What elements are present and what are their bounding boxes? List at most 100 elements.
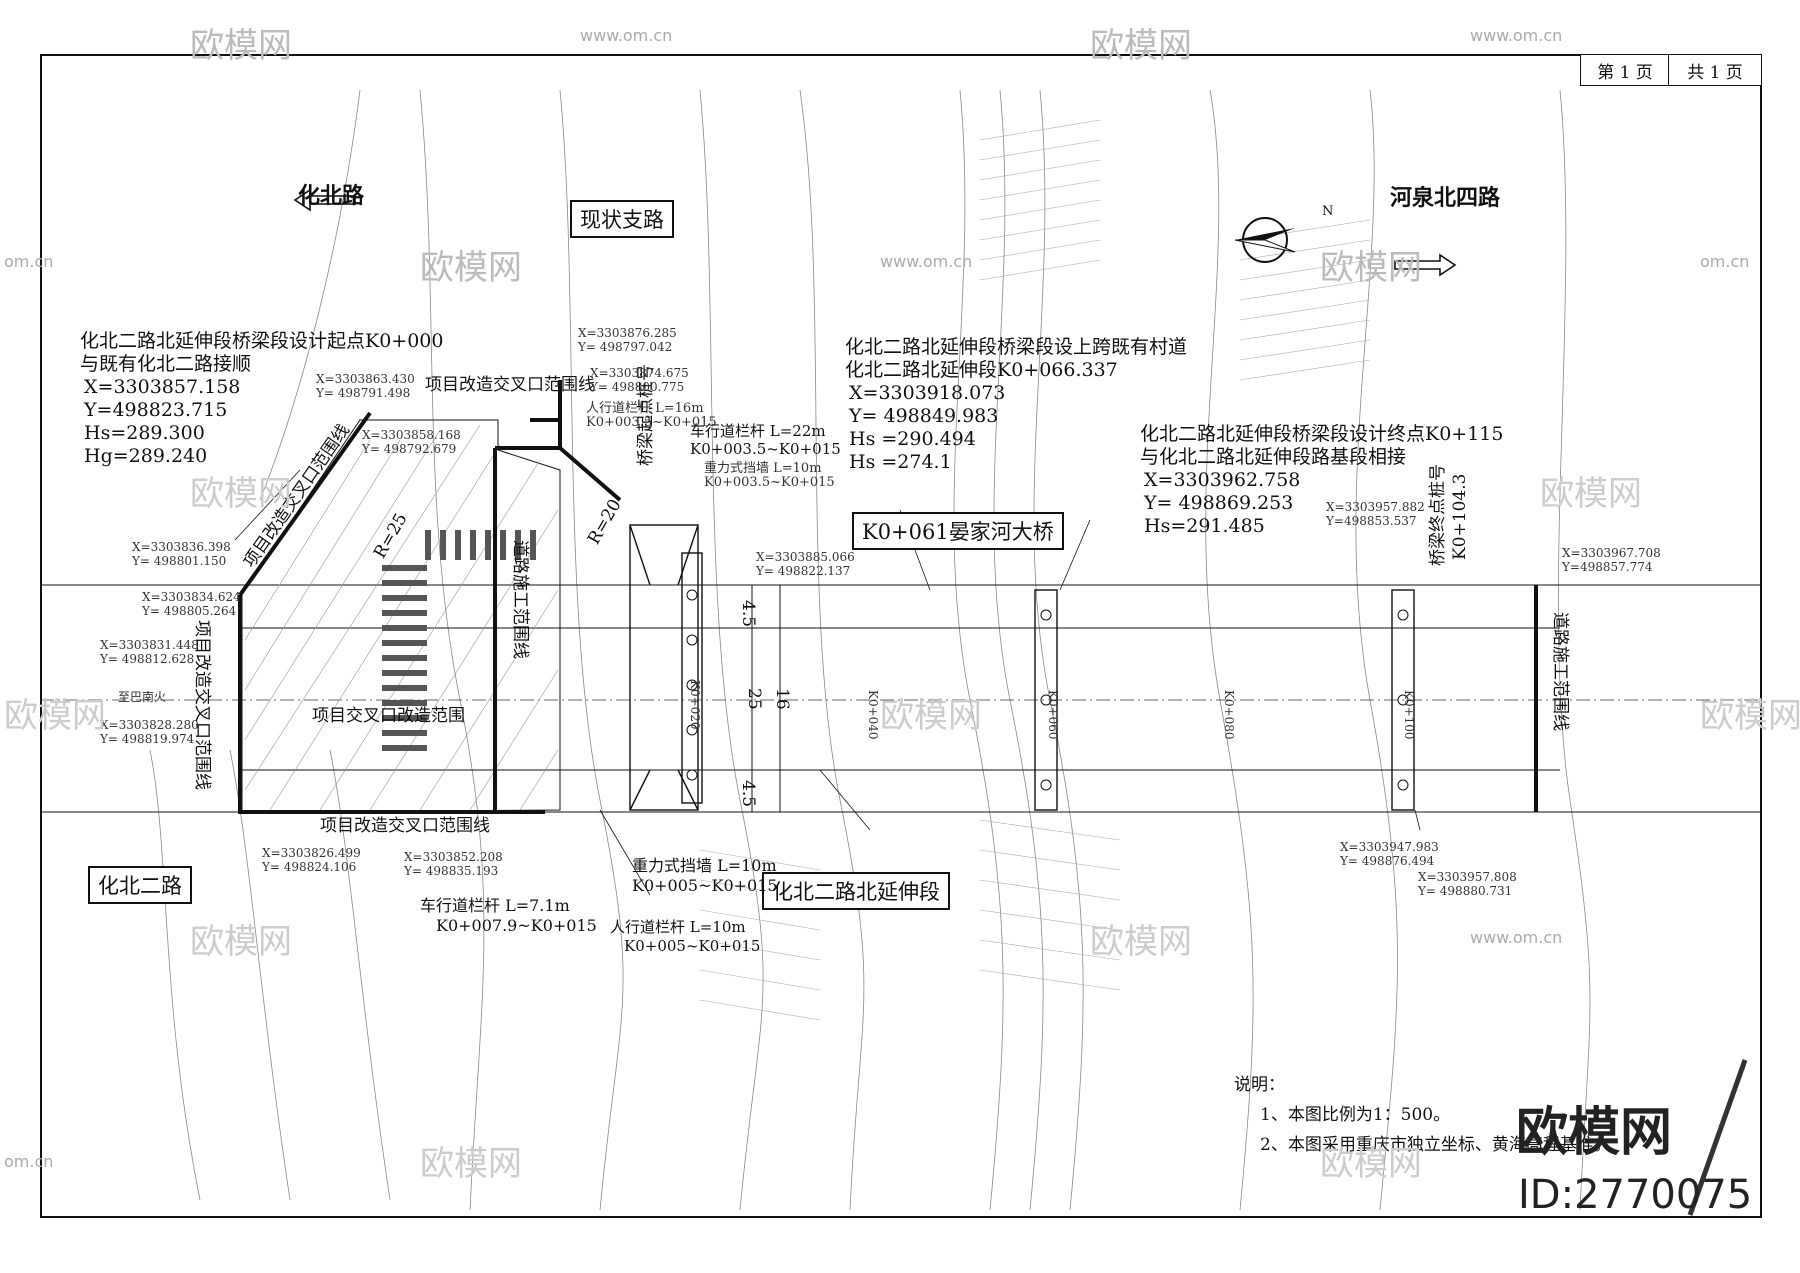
wall-bottom: 重力式挡墙 L=10m K0+005~K0+015: [632, 856, 778, 896]
watermark-site-row4: www.om.cn: [1470, 928, 1563, 947]
start-hs: Hs=289.300: [84, 422, 205, 444]
coord-2-x: X=3303874.675: [590, 366, 689, 380]
note-1: 1、本图比例为1：500。: [1260, 1105, 1451, 1125]
road-label-existing-branch: 现状支路: [570, 200, 674, 238]
mid-hs: Hs =290.494: [849, 428, 976, 450]
veh-rail-bottom: 车行道栏杆 L=7.1m K0+007.9~K0+015: [420, 896, 597, 936]
watermark-id: ID:2770075: [1518, 1172, 1753, 1218]
wall-top-length: 重力式挡墙 L=10m: [704, 461, 822, 476]
start-hg: Hg=289.240: [84, 445, 208, 467]
road-label-extension: 化北二路北延伸段: [762, 872, 950, 910]
start-point-annotation: 化北二路北延伸段桥梁段设计起点K0+000 与既有化北二路接顺 X=330385…: [80, 330, 443, 468]
road-label-huabei: 化北路: [298, 183, 365, 209]
station-k0-100: K0+100: [1402, 690, 1416, 740]
watermark-mid-right: 欧模网: [1320, 248, 1422, 288]
coord-9-x: X=3303826.499: [262, 846, 361, 860]
watermark-row3-center: 欧模网: [880, 696, 982, 736]
coord-8-x: X=3303828.280: [100, 718, 199, 732]
dimension-25: 25: [744, 688, 764, 710]
watermark-site-top-right: www.om.cn: [1470, 26, 1563, 45]
bridge-end-station: K0+104.3: [1450, 473, 1470, 560]
ped-rail-top-length: 人行道栏杆 L=16m: [586, 401, 704, 416]
contour-lines: [149, 89, 1591, 1211]
coord-12-x: X=3303957.882: [1326, 500, 1425, 514]
page-number: 第 1 页: [1580, 54, 1670, 86]
watermark-top-center: 欧模网: [1090, 26, 1192, 66]
watermark-row2-right: 欧模网: [1540, 474, 1642, 514]
wall-top: 重力式挡墙 L=10m K0+003.5~K0+015: [704, 462, 835, 490]
veh-rail-bottom-length: 车行道栏杆 L=7.1m: [420, 896, 570, 915]
coord-14-y: Y= 498876.494: [1340, 854, 1435, 868]
start-line1: 化北二路北延伸段桥梁段设计起点K0+000: [80, 330, 444, 352]
end-line2: 与化北二路北延伸段路基段相接: [1140, 446, 1407, 468]
coord-13-x: X=3303967.708: [1562, 546, 1661, 560]
coord-12-y: Y=498853.537: [1326, 514, 1417, 528]
coord-11-y: Y= 498822.137: [756, 564, 851, 578]
destination-label: 至巴南火: [118, 690, 167, 704]
ped-rail-bottom: 人行道栏杆 L=10m K0+005~K0+015: [610, 918, 760, 956]
dimension-bottom: 4.5: [738, 780, 758, 808]
mid-y: Y= 498849.983: [849, 405, 999, 427]
coord-8-y: Y= 498819.974: [100, 732, 195, 746]
watermark-row2-left: 欧模网: [190, 474, 292, 514]
wall-top-range: K0+003.5~K0+015: [704, 475, 835, 490]
watermark-site-right: om.cn: [1700, 252, 1750, 271]
watermark-top-left: 欧模网: [190, 26, 292, 66]
wall-bottom-range: K0+005~K0+015: [632, 876, 778, 895]
intersection-area-label: 项目交叉口改造范围: [312, 706, 465, 726]
station-k0-060: K0+060: [1046, 690, 1060, 740]
intersection-range-bottom-label: 项目改造交叉口范围线: [320, 816, 490, 836]
slope-hatching: [699, 119, 1371, 1021]
coord-7-x: X=3303831.448: [100, 638, 199, 652]
coord-15-y: Y= 498880.731: [1418, 884, 1513, 898]
station-k0-080: K0+080: [1222, 690, 1236, 740]
watermark-site-row5: om.cn: [4, 1152, 54, 1171]
watermark-row5-left: 欧模网: [420, 1144, 522, 1184]
intersection-hatching: [244, 424, 559, 811]
end-y: Y= 498869.253: [1144, 492, 1294, 514]
road-label-hequan: 河泉北四路: [1390, 185, 1501, 211]
watermark-brand: 欧模网: [1516, 1103, 1673, 1163]
end-point-annotation: 化北二路北延伸段桥梁段设计终点K0+115 与化北二路北延伸段路基段相接 X=3…: [1140, 423, 1503, 538]
coord-1-y: Y= 498797.042: [578, 340, 673, 354]
coord-6-x: X=3303834.624: [142, 590, 241, 604]
watermark-site-top: www.om.cn: [580, 26, 673, 45]
svg-text:N: N: [1322, 204, 1333, 219]
ped-rail-bottom-range: K0+005~K0+015: [624, 937, 761, 955]
mid-point-annotation: 化北二路北延伸段桥梁段设上跨既有村道 化北二路北延伸段K0+066.337 X=…: [845, 336, 1187, 474]
coord-5-y: Y= 498801.150: [132, 554, 227, 568]
dimension-top: 4.5: [738, 600, 758, 628]
coord-4-x: X=3303858.168: [362, 428, 461, 442]
start-x: X=3303857.158: [84, 376, 241, 398]
coord-3-x: X=3303863.430: [316, 372, 415, 386]
bridge-end-label: 桥梁终点桩号: [1428, 464, 1448, 566]
direction-arrows: [293, 188, 1457, 277]
coord-9-y: Y= 498824.106: [262, 860, 357, 874]
wall-bottom-length: 重力式挡墙 L=10m: [632, 856, 777, 875]
coord-11-x: X=3303885.066: [756, 550, 855, 564]
road-construction-left-label: 道路施工范围线: [510, 540, 530, 659]
dimension-16: 16: [772, 688, 792, 710]
decorative-stroke: [1687, 1059, 1748, 1216]
veh-rail-top-length: 车行道栏杆 L=22m: [690, 422, 826, 440]
coord-13-y: Y=498857.774: [1562, 560, 1653, 574]
zebra-crossing: [382, 530, 536, 751]
coord-2-y: Y= 498800.775: [590, 380, 685, 394]
notes-block: 说明： 1、本图比例为1：500。 2、本图采用重庆市独立坐标、黄海高程基准。: [1234, 1070, 1611, 1160]
coord-3-y: Y= 498791.498: [316, 386, 411, 400]
mid-x: X=3303918.073: [849, 382, 1006, 404]
road-label-huabei-er: 化北二路: [88, 866, 192, 904]
watermark-row4-left: 欧模网: [190, 922, 292, 962]
notes-title: 说明：: [1234, 1075, 1285, 1095]
veh-rail-top: 车行道栏杆 L=22m K0+003.5~K0+015: [690, 422, 841, 458]
